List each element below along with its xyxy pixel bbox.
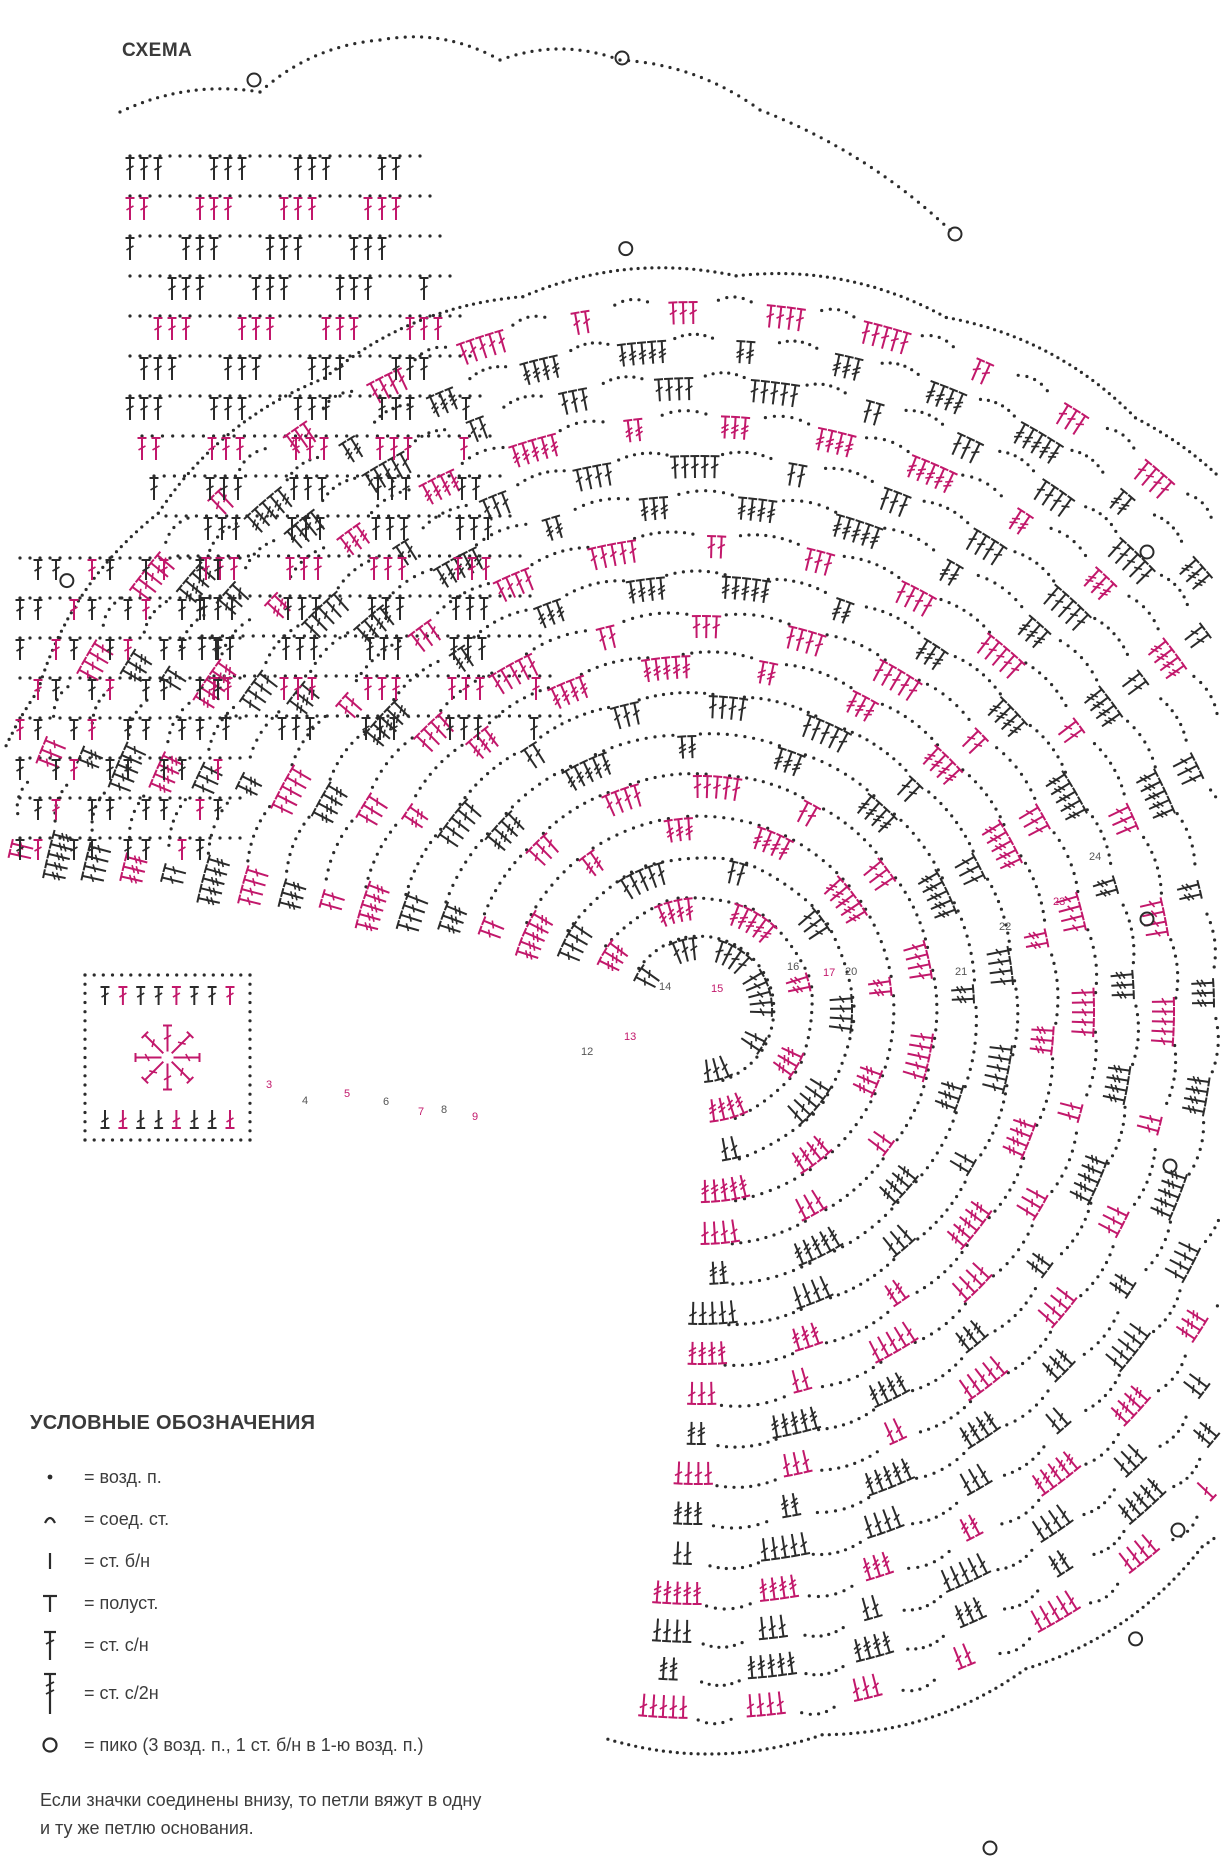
round-number: 16 <box>787 961 799 973</box>
legend-note-line-2: и ту же петлю основания. <box>40 1818 254 1838</box>
half-double-T-icon <box>30 1578 70 1628</box>
round-number: 4 <box>302 1095 308 1107</box>
legend-item-double-crochet: = ст. с/н <box>30 1630 149 1660</box>
legend-item-slip-stitch-arc: = соед. ст. <box>30 1504 169 1534</box>
legend-label: = полуст. <box>84 1592 159 1613</box>
legend-title: УСЛОВНЫЕ ОБОЗНАЧЕНИЯ <box>30 1412 316 1434</box>
legend-note-line-1: Если значки соединены внизу, то петли вя… <box>40 1790 482 1810</box>
legend-label: = пико (3 возд. п., 1 ст. б/н в 1-ю возд… <box>84 1734 424 1755</box>
round-number: 6 <box>383 1096 389 1108</box>
legend-label: = ст. с/2н <box>84 1682 159 1703</box>
round-number: 21 <box>955 966 967 978</box>
round-number: 12 <box>581 1046 593 1058</box>
chain-stitch-dots <box>4 35 1220 1756</box>
round-number: 23 <box>1053 896 1065 908</box>
round-number: 13 <box>624 1031 636 1043</box>
picot-circle-icon <box>30 1720 70 1770</box>
legend-item-single-crochet-bar: = ст. б/н <box>30 1546 150 1576</box>
round-number: 7 <box>418 1106 424 1118</box>
round-number: 15 <box>711 983 723 995</box>
legend-label: = соед. ст. <box>84 1508 170 1529</box>
chain-dot-icon <box>30 1452 70 1502</box>
round-number: 14 <box>659 981 671 993</box>
slip-stitch-arc-icon <box>30 1494 70 1544</box>
legend-item-half-double-T: = полуст. <box>30 1588 158 1618</box>
round-number: 24 <box>1089 851 1101 863</box>
picot-marks <box>59 50 1186 1856</box>
round-numbers: 3 4 5 6 7 8 9 12 13 14 15 16 17 20 21 22 23 24 <box>266 851 1101 1123</box>
round-number: 3 <box>266 1079 272 1091</box>
legend-item-chain-dot: = возд. п. <box>30 1462 162 1492</box>
legend-label: = ст. б/н <box>84 1550 151 1571</box>
treble-crochet-icon <box>30 1668 70 1718</box>
diagram-title: СХЕМА <box>122 40 193 61</box>
round-number: 17 <box>823 967 835 979</box>
round-number: 8 <box>441 1104 447 1116</box>
legend-label: = ст. с/н <box>84 1634 149 1655</box>
round-number: 22 <box>999 921 1011 933</box>
legend-item-picot-circle: = пико (3 возд. п., 1 ст. б/н в 1-ю возд… <box>30 1730 424 1760</box>
legend-note: Если значки соединены внизу, то петли вя… <box>40 1786 680 1842</box>
legend-item-treble-crochet: = ст. с/2н <box>30 1672 159 1714</box>
round-number: 20 <box>845 966 857 978</box>
stitch-marks <box>7 157 1221 1719</box>
legend-label: = возд. п. <box>84 1466 162 1487</box>
round-number: 9 <box>472 1111 478 1123</box>
round-number: 5 <box>344 1088 350 1100</box>
double-crochet-icon <box>30 1620 70 1670</box>
single-crochet-bar-icon <box>30 1536 70 1586</box>
